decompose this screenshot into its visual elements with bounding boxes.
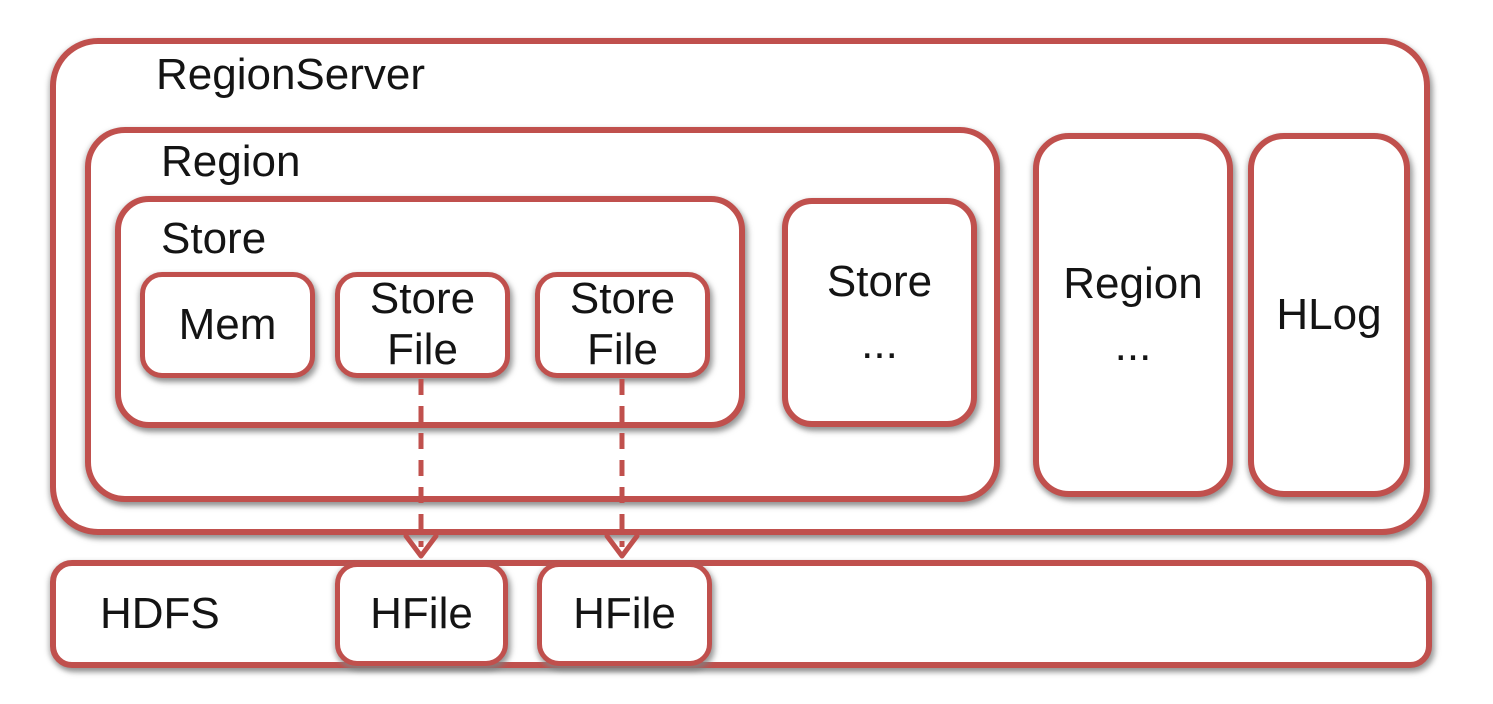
store-label: Store [161, 214, 267, 263]
storefile-label-2: Store File [569, 274, 676, 374]
hfile-label-2: HFile [573, 588, 676, 638]
region-box: Region Store Mem Store File Store File S… [85, 127, 1000, 502]
region-ellipsis-label: Region ... [1063, 259, 1203, 370]
region-ellipsis-box: Region ... [1033, 133, 1233, 497]
storefile-box-1: Store File [335, 272, 510, 378]
storefile-box-2: Store File [535, 272, 710, 378]
memstore-label: Mem [178, 299, 277, 349]
hlog-label: HLog [1276, 289, 1382, 339]
store-box: Store Mem Store File Store File [115, 196, 745, 428]
regionserver-box: RegionServer Region Store Mem Store File… [50, 38, 1430, 535]
storefile-label-1: Store File [369, 274, 476, 374]
hdfs-bar: HDFS HFile HFile [50, 560, 1432, 668]
store-ellipsis-box: Store ... [782, 198, 977, 427]
region-label: Region [161, 137, 301, 186]
memstore-box: Mem [140, 272, 315, 378]
hfile-box-2: HFile [537, 562, 712, 666]
hfile-label-1: HFile [370, 588, 473, 638]
hfile-box-1: HFile [335, 562, 508, 666]
hlog-box: HLog [1248, 133, 1410, 497]
hdfs-label: HDFS [100, 588, 220, 638]
regionserver-label: RegionServer [156, 50, 426, 99]
store-ellipsis-label: Store ... [826, 256, 933, 368]
